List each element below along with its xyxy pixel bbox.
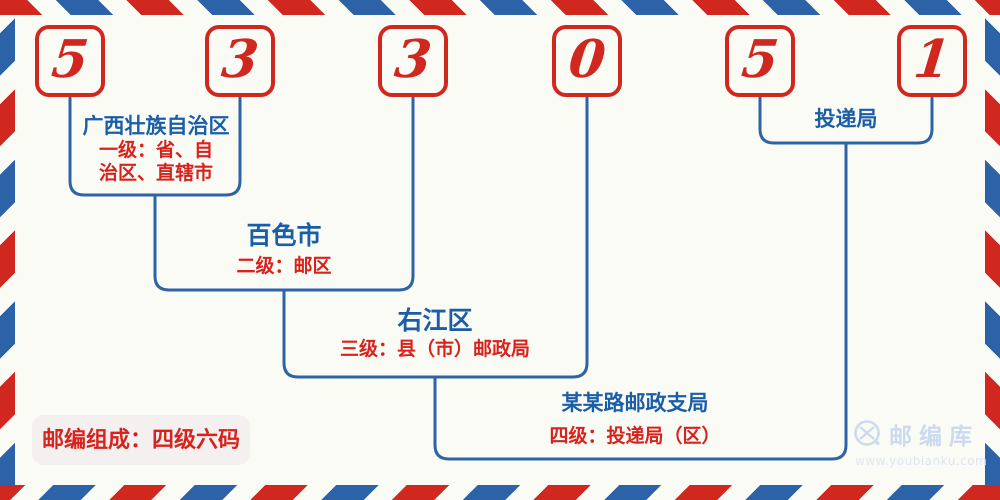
airmail-border-right	[985, 15, 1000, 485]
envelope-circle-icon	[854, 420, 880, 446]
digit-box-1: 5	[35, 25, 105, 97]
digit-box-2: 3	[205, 25, 275, 97]
delivery-bracket	[758, 97, 934, 145]
level4-label: 某某路邮政支局 四级：投递局（区）	[455, 390, 815, 448]
level2-region-name: 百色市	[246, 221, 322, 250]
level1-label: 广西壮族自治区 一级：省、自 治区、直辖市	[70, 112, 242, 185]
digit-box-6: 1	[897, 25, 967, 97]
level4-region-name: 某某路邮政支局	[561, 390, 709, 415]
airmail-border-top	[0, 0, 1000, 15]
digit-4: 0	[565, 29, 609, 90]
digit-box-4: 0	[552, 25, 622, 97]
airmail-border-left	[0, 15, 15, 485]
watermark-brand: 邮编库	[889, 424, 979, 450]
code-composition-badge: 邮编组成：四级六码	[32, 415, 250, 465]
digit-1: 5	[48, 29, 92, 90]
delivery-office-label: 投递局	[766, 106, 926, 132]
delivery-office-name: 投递局	[814, 106, 878, 131]
digit-6: 1	[910, 29, 954, 90]
level1-desc-line1: 一级：省、自	[98, 139, 213, 161]
level3-label: 右江区 三级：县（市）邮政局	[285, 306, 585, 361]
digit-box-3: 3	[378, 25, 448, 97]
level2-desc: 二级：邮区	[236, 255, 332, 277]
digit-box-5: 5	[725, 25, 795, 97]
digit-2: 3	[218, 29, 262, 90]
level1-desc-line2: 治区、直辖市	[98, 162, 213, 184]
level3-region-name: 右江区	[397, 306, 473, 335]
digit-5: 5	[738, 29, 782, 90]
level2-label: 百色市 二级：邮区	[154, 221, 414, 278]
level1-region-name: 广西壮族自治区	[82, 113, 230, 138]
level4-desc: 四级：投递局（区）	[549, 425, 721, 447]
level4-bracket	[433, 143, 848, 461]
watermark-url[interactable]: www.youbianku.com	[855, 454, 988, 468]
level3-desc: 三级：县（市）邮政局	[339, 338, 530, 360]
airmail-border-bottom	[0, 485, 1000, 500]
digit-3: 3	[391, 29, 435, 90]
site-watermark[interactable]: 邮编库 www.youbianku.com	[853, 417, 993, 468]
